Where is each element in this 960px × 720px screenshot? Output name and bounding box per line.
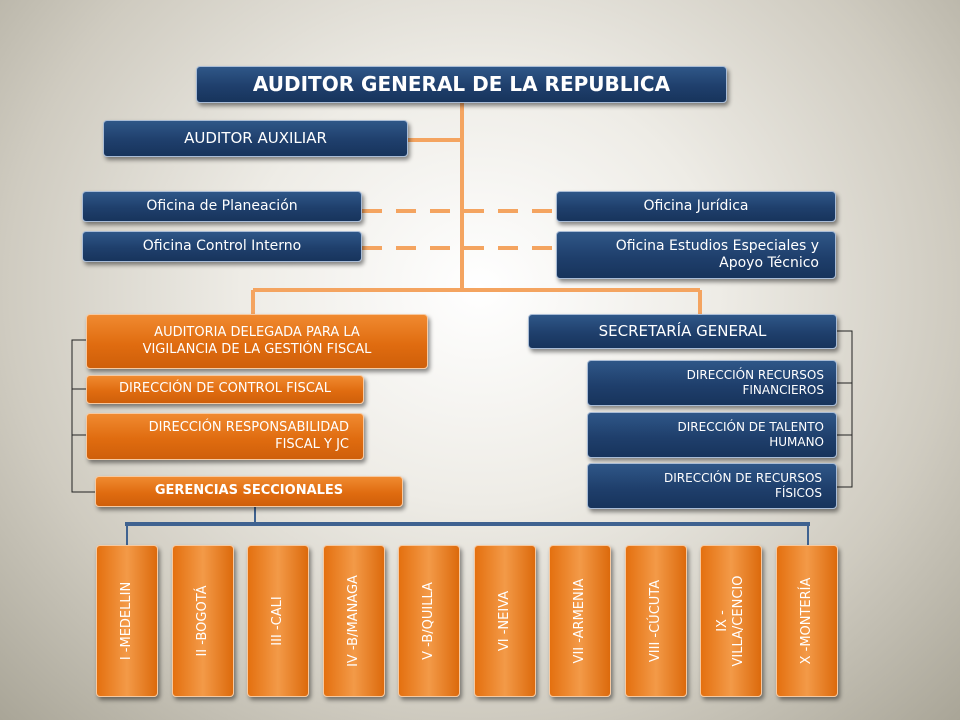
seccional-cucuta: VIII -CÚCUTA (625, 545, 687, 697)
direccion-fisicos-line1: DIRECCIÓN DE RECURSOS (664, 471, 822, 485)
direccion-financieros-line2: FINANCIEROS (742, 383, 824, 397)
auditoria-delegada-line1: AUDITORIA DELEGADA PARA LA (154, 325, 360, 341)
direccion-responsabilidad-box: DIRECCIÓN RESPONSABILIDAD FISCAL Y JC (86, 413, 364, 460)
seccional-neiva: VI -NEIVA (474, 545, 536, 697)
seccional-armenia-label: VII -ARMENIA (571, 578, 587, 664)
direccion-responsabilidad-line1: DIRECCIÓN RESPONSABILIDAD (148, 420, 349, 436)
seccional-villavicencio: IX - VILLA/CENCIO (700, 545, 762, 697)
direccion-financieros-box: DIRECCIÓN RECURSOS FINANCIEROS (587, 360, 837, 406)
seccional-medellin: I -MEDELLIN (96, 545, 158, 697)
auditor-auxiliar-label: AUDITOR AUXILIAR (184, 129, 327, 148)
seccional-monteria-label: X -MONTERÍA (798, 577, 814, 665)
right-bracket (837, 330, 853, 488)
auditor-general-label: AUDITOR GENERAL DE LA REPUBLICA (252, 72, 671, 96)
seccional-bquilla-label: V -B/QUILLA (420, 582, 436, 660)
seccional-bmanaga: IV -B/MANAGA (323, 545, 385, 697)
seccional-bquilla: V -B/QUILLA (398, 545, 460, 697)
direccion-talento-line2: HUMANO (769, 435, 824, 449)
seccional-bogota: II -BOGOTÁ (172, 545, 234, 697)
seccional-bogota-label: II -BOGOTÁ (194, 585, 210, 657)
auditoria-delegada-box: AUDITORIA DELEGADA PARA LA VIGILANCIA DE… (86, 314, 428, 369)
seccional-cali: III -CALI (247, 545, 309, 697)
direccion-control-fiscal-box: DIRECCIÓN DE CONTROL FISCAL (86, 375, 364, 404)
oficina-estudios-line1: Oficina Estudios Especiales y (615, 237, 819, 254)
oficina-planeacion-box: Oficina de Planeación (82, 191, 362, 222)
secretaria-general-label: SECRETARÍA GENERAL (598, 322, 767, 341)
seccional-armenia: VII -ARMENIA (549, 545, 611, 697)
auditoria-delegada-line2: VIGILANCIA DE LA GESTIÓN FISCAL (142, 341, 372, 357)
oficina-juridica-label: Oficina Jurídica (643, 197, 749, 214)
direccion-talento-line1: DIRECCIÓN DE TALENTO (677, 420, 825, 434)
oficina-planeacion-label: Oficina de Planeación (146, 197, 298, 214)
oficina-control-interno-box: Oficina Control Interno (82, 231, 362, 262)
oficina-estudios-line2: Apoyo Técnico (719, 255, 819, 271)
oficina-juridica-box: Oficina Jurídica (556, 191, 836, 222)
seccional-cali-label: III -CALI (269, 596, 285, 646)
seccional-cucuta-label: VIII -CÚCUTA (647, 579, 663, 663)
seccional-villavicencio-line2: VILLA/CENCIO (731, 575, 746, 667)
oficina-control-interno-label: Oficina Control Interno (142, 237, 302, 254)
seccional-bmanaga-label: IV -B/MANAGA (345, 575, 361, 667)
seccional-medellin-label: I -MEDELLIN (118, 581, 134, 661)
direccion-financieros-line1: DIRECCIÓN RECURSOS (686, 368, 824, 382)
gerencias-seccionales-box: GERENCIAS SECCIONALES (95, 476, 403, 507)
direccion-fisicos-line2: FÍSICOS (774, 486, 822, 500)
auditor-general-box: AUDITOR GENERAL DE LA REPUBLICA (196, 66, 727, 103)
secretaria-general-box: SECRETARÍA GENERAL (528, 314, 837, 349)
direccion-control-fiscal-label: DIRECCIÓN DE CONTROL FISCAL (119, 381, 331, 397)
seccional-villavicencio-line1: IX - (714, 610, 730, 632)
seccional-monteria: X -MONTERÍA (776, 545, 838, 697)
left-bracket (71, 339, 95, 493)
direccion-responsabilidad-line2: FISCAL Y JC (275, 436, 349, 452)
direccion-fisicos-box: DIRECCIÓN DE RECURSOS FÍSICOS (587, 463, 837, 509)
oficina-estudios-box: Oficina Estudios Especiales y Apoyo Técn… (556, 231, 836, 279)
auditor-auxiliar-box: AUDITOR AUXILIAR (103, 120, 408, 157)
seccional-villavicencio-label: IX - VILLA/CENCIO (715, 576, 748, 667)
gerencias-seccionales-label: GERENCIAS SECCIONALES (154, 483, 344, 499)
direccion-talento-box: DIRECCIÓN DE TALENTO HUMANO (587, 412, 837, 458)
seccional-neiva-label: VI -NEIVA (496, 590, 512, 652)
